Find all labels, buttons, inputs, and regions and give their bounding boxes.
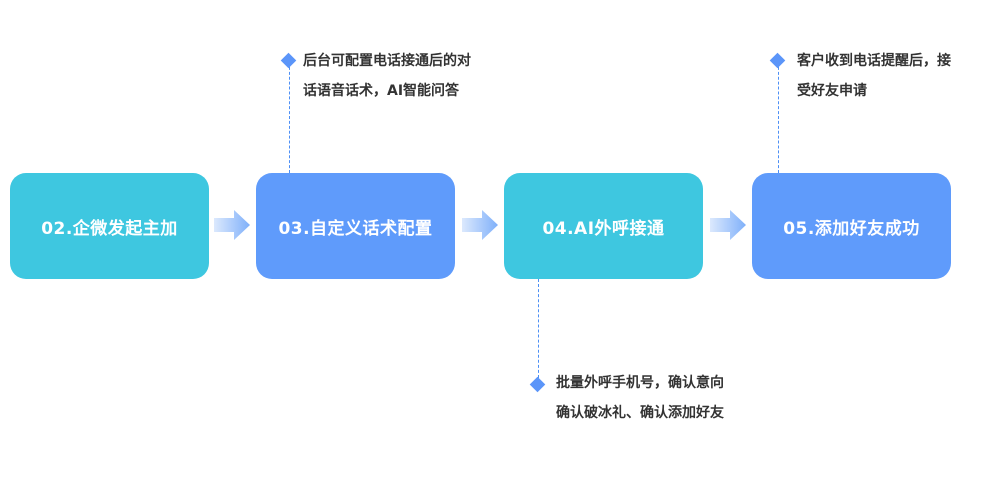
step-05-note-line-1: 客户收到电话提醒后，接 — [797, 53, 951, 69]
step-04-note-line-2: 确认破冰礼、确认添加好友 — [556, 405, 724, 421]
step-04-connector — [538, 279, 539, 383]
step-05-box: 05.添加好友成功 — [752, 173, 951, 279]
step-03-note-line-1: 后台可配置电话接通后的对 — [303, 53, 471, 69]
step-03-label: 03.自定义话术配置 — [278, 218, 433, 239]
arrow-right-icon — [214, 210, 250, 240]
diamond-marker-icon — [529, 376, 546, 393]
step-03-box: 03.自定义话术配置 — [256, 173, 455, 279]
step-02-label: 02.企微发起主加 — [41, 218, 178, 239]
diamond-marker-icon — [769, 52, 786, 69]
step-03-note: 后台可配置电话接通后的对 话语音话术，AI智能问答 — [303, 46, 471, 106]
step-04-label: 04.AI外呼接通 — [542, 218, 665, 239]
step-05-label: 05.添加好友成功 — [783, 218, 920, 239]
step-03-note-line-2: 话语音话术，AI智能问答 — [303, 83, 460, 99]
step-04-box: 04.AI外呼接通 — [504, 173, 703, 279]
arrow-right-icon — [710, 210, 746, 240]
step-05-connector — [778, 62, 779, 173]
diamond-marker-icon — [280, 52, 297, 69]
step-04-note-line-1: 批量外呼手机号，确认意向 — [556, 375, 724, 391]
step-03-connector — [289, 62, 290, 173]
step-05-note: 客户收到电话提醒后，接 受好友申请 — [797, 46, 951, 106]
step-02-box: 02.企微发起主加 — [10, 173, 209, 279]
arrow-right-icon — [462, 210, 498, 240]
step-05-note-line-2: 受好友申请 — [797, 83, 867, 99]
step-04-note: 批量外呼手机号，确认意向 确认破冰礼、确认添加好友 — [556, 368, 724, 428]
